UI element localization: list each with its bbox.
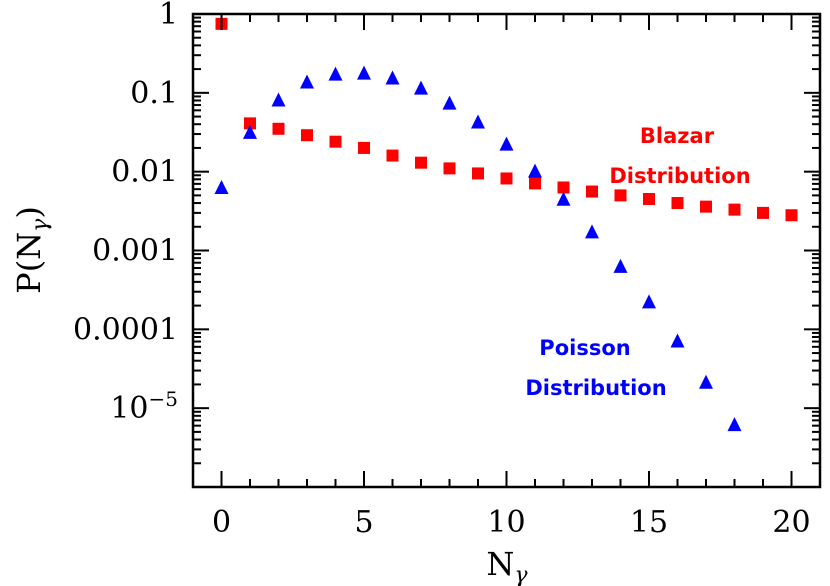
x-axis-title-sub: γ <box>514 563 528 586</box>
blazar-point <box>500 172 513 185</box>
poisson-point <box>471 114 485 129</box>
poisson-point <box>385 70 400 85</box>
poisson-point <box>243 124 257 139</box>
y-axis-title: P(Nγ) <box>10 206 53 294</box>
blazar-point <box>472 167 484 180</box>
blazar-point <box>757 206 769 219</box>
blazar-point <box>386 149 399 162</box>
blazar-annotation-line2: Distribution <box>609 164 750 188</box>
x-axis-title: Nγ <box>486 545 528 586</box>
plot-frame <box>191 12 822 489</box>
blazar-point <box>728 203 741 216</box>
blazar-point <box>329 135 342 148</box>
poisson-point <box>699 374 713 389</box>
x-tick-label: 15 <box>630 505 668 540</box>
blazar-point <box>301 129 313 142</box>
blazar-point <box>614 189 627 202</box>
poisson-point <box>499 136 514 151</box>
poisson-point <box>300 74 314 89</box>
y-axis-title-sub: γ <box>28 218 53 232</box>
blazar-point <box>244 117 256 130</box>
x-tick-label: 10 <box>487 505 525 540</box>
poisson-point <box>357 65 371 80</box>
y-tick-label: 0.1 <box>130 76 178 111</box>
blazar-point <box>586 185 598 198</box>
blazar-point <box>358 141 370 154</box>
poisson-point <box>528 163 542 178</box>
blazar-point <box>557 181 570 194</box>
poisson-point <box>442 95 457 110</box>
poisson-point <box>328 66 343 81</box>
blazar-point <box>785 209 798 222</box>
y-axis-title-pre: P(N <box>10 232 48 294</box>
blazar-point <box>443 162 456 175</box>
blazar-annotation-line1: Blazar <box>640 124 715 148</box>
poisson-annotation-line2: Distribution <box>525 376 666 400</box>
poisson-point <box>727 417 742 432</box>
poisson-point <box>670 333 685 348</box>
blazar-point <box>700 200 712 213</box>
blazar-point <box>643 193 655 206</box>
y-tick-label: 0.01 <box>111 155 178 190</box>
poisson-point <box>585 224 599 239</box>
poisson-annotation-line1: Poisson <box>539 336 630 360</box>
x-tick-label: 20 <box>772 505 810 540</box>
poisson-point <box>613 258 628 273</box>
axis-ticks <box>192 13 821 488</box>
poisson-point <box>214 180 229 195</box>
y-axis-title-post: ) <box>10 206 48 218</box>
poisson-point <box>642 294 656 309</box>
blazar-point <box>529 177 541 190</box>
y-tick-label: 10−5 <box>110 387 178 426</box>
poisson-point <box>271 92 286 107</box>
y-tick-label: 0.001 <box>92 234 178 269</box>
plot-marks <box>214 17 798 432</box>
blazar-point <box>272 122 285 135</box>
poisson-point <box>556 191 571 206</box>
y-tick-label: 1 <box>159 0 178 32</box>
y-tick-label: 0.0001 <box>73 312 178 347</box>
x-tick-label: 5 <box>354 505 373 540</box>
blazar-point <box>415 156 427 169</box>
x-tick-label: 0 <box>212 505 231 540</box>
blazar-point <box>671 197 684 210</box>
poisson-point <box>414 80 428 95</box>
x-axis-title-main: N <box>486 545 514 583</box>
axis-tick-labels: 0 5 10 15 20 1 0.1 0.01 0.001 0.0001 10−5 <box>73 0 811 540</box>
